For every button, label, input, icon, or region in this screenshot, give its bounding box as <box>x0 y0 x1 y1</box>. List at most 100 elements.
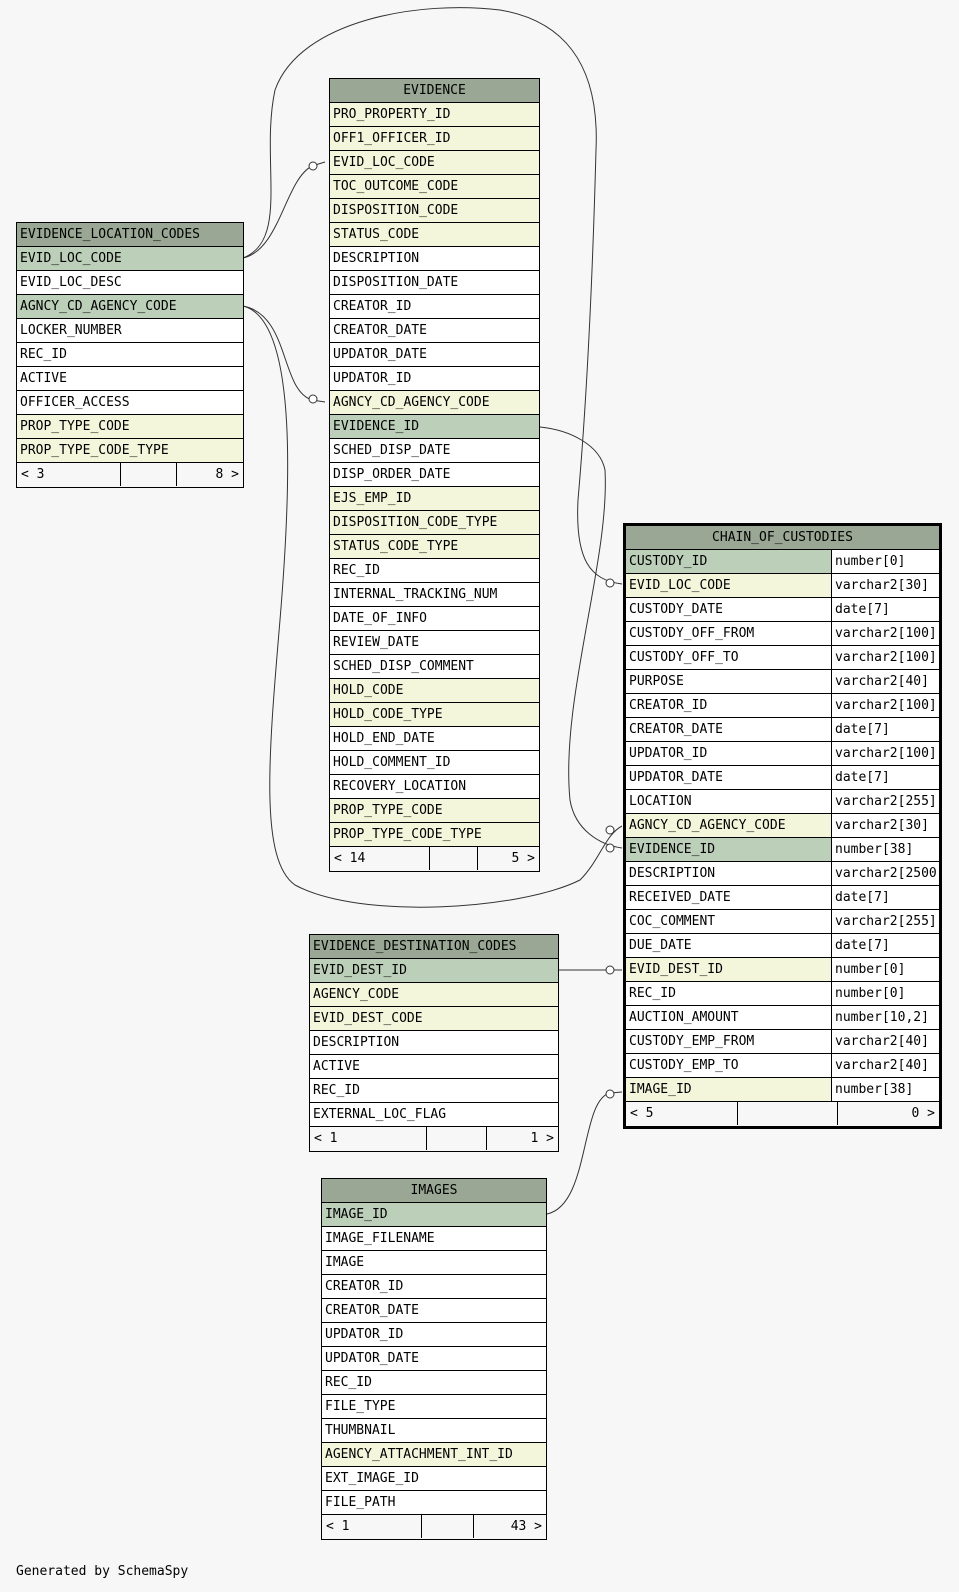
column-row[interactable]: PRO_PROPERTY_ID <box>330 103 539 127</box>
column-row[interactable]: CREATOR_ID <box>330 295 539 319</box>
column-row[interactable]: EXTERNAL_LOC_FLAG <box>310 1103 558 1127</box>
column-row[interactable]: INTERNAL_TRACKING_NUM <box>330 583 539 607</box>
parents-count[interactable]: < 3 <box>17 463 121 486</box>
column-row[interactable]: UPDATOR_ID <box>322 1323 546 1347</box>
column-row[interactable]: HOLD_END_DATE <box>330 727 539 751</box>
children-count[interactable]: 5 > <box>511 851 535 866</box>
table-header[interactable]: EVIDENCE_DESTINATION_CODES <box>310 935 558 959</box>
table-header[interactable]: EVIDENCE <box>330 79 539 103</box>
column-row[interactable]: REC_ID <box>17 343 243 367</box>
column-row[interactable]: CREATOR_ID <box>322 1275 546 1299</box>
column-row[interactable]: EVID_DEST_ID <box>310 959 558 983</box>
column-row[interactable]: DESCRIPTION <box>310 1031 558 1055</box>
children-count[interactable]: 0 > <box>911 1106 935 1121</box>
column-row[interactable]: ACTIVE <box>17 367 243 391</box>
column-row[interactable]: AGNCY_CD_AGENCY_CODE <box>17 295 243 319</box>
table-header[interactable]: IMAGES <box>322 1179 546 1203</box>
column-row[interactable]: AGENCY_CODE <box>310 983 558 1007</box>
column-row[interactable]: LOCKER_NUMBER <box>17 319 243 343</box>
parents-count[interactable]: < 5 <box>626 1102 738 1125</box>
column-row[interactable]: EJS_EMP_ID <box>330 487 539 511</box>
column-row[interactable]: DISP_ORDER_DATE <box>330 463 539 487</box>
children-count[interactable]: 43 > <box>510 1519 542 1534</box>
column-row[interactable]: PROP_TYPE_CODE_TYPE <box>330 823 539 847</box>
column-row[interactable]: RECOVERY_LOCATION <box>330 775 539 799</box>
parents-count[interactable]: < 1 <box>322 1515 422 1538</box>
column-row[interactable]: DISPOSITION_CODE_TYPE <box>330 511 539 535</box>
column-row[interactable]: REC_ID <box>310 1079 558 1103</box>
column-row[interactable]: PROP_TYPE_CODE <box>330 799 539 823</box>
column-row[interactable]: FILE_PATH <box>322 1491 546 1515</box>
column-row[interactable]: DESCRIPTION <box>330 247 539 271</box>
column-row[interactable]: SCHED_DISP_DATE <box>330 439 539 463</box>
column-row[interactable]: CREATOR_DATE <box>322 1299 546 1323</box>
column-row[interactable]: HOLD_COMMENT_ID <box>330 751 539 775</box>
column-row[interactable]: IMAGE_ID <box>322 1203 546 1227</box>
table-header[interactable]: EVIDENCE_LOCATION_CODES <box>17 223 243 247</box>
column-row[interactable]: HOLD_CODE <box>330 679 539 703</box>
column-row[interactable]: EVID_LOC_CODE <box>330 151 539 175</box>
column-row[interactable]: DISPOSITION_CODE <box>330 199 539 223</box>
column-row[interactable]: EVID_LOC_CODE <box>17 247 243 271</box>
column-row[interactable]: EVID_LOC_DESC <box>17 271 243 295</box>
column-row[interactable]: THUMBNAIL <box>322 1419 546 1443</box>
column-row[interactable]: DISPOSITION_DATE <box>330 271 539 295</box>
column-row[interactable]: UPDATOR_ID <box>330 367 539 391</box>
parents-count[interactable]: < 14 <box>330 847 430 870</box>
column-row[interactable]: PROP_TYPE_CODE <box>17 415 243 439</box>
column-row[interactable]: EXT_IMAGE_ID <box>322 1467 546 1491</box>
column-row[interactable]: PROP_TYPE_CODE_TYPE <box>17 439 243 463</box>
column-row[interactable]: DATE_OF_INFO <box>330 607 539 631</box>
column-row[interactable]: TOC_OUTCOME_CODE <box>330 175 539 199</box>
column-row[interactable]: REVIEW_DATE <box>330 631 539 655</box>
column-row[interactable]: REC_ID <box>330 559 539 583</box>
column-row[interactable]: SCHED_DISP_COMMENT <box>330 655 539 679</box>
column-row[interactable]: OFF1_OFFICER_ID <box>330 127 539 151</box>
column-row[interactable]: OFFICER_ACCESS <box>17 391 243 415</box>
column-row[interactable]: CREATOR_DATE <box>330 319 539 343</box>
column-row[interactable]: UPDATOR_DATE <box>322 1347 546 1371</box>
column-row[interactable]: UPDATOR_DATE <box>330 343 539 367</box>
column-row[interactable]: EVIDENCE_ID <box>330 415 539 439</box>
children-count[interactable]: 8 > <box>215 467 239 482</box>
table-header[interactable]: CHAIN_OF_CUSTODIES <box>626 526 939 550</box>
column-row[interactable]: HOLD_CODE_TYPE <box>330 703 539 727</box>
column-row[interactable]: IMAGE <box>322 1251 546 1275</box>
children-count[interactable]: 1 > <box>530 1131 554 1146</box>
column-row[interactable]: ACTIVE <box>310 1055 558 1079</box>
column-row[interactable]: IMAGE_FILENAME <box>322 1227 546 1251</box>
column-row[interactable]: STATUS_CODE <box>330 223 539 247</box>
parents-count[interactable]: < 1 <box>310 1127 427 1150</box>
column-row[interactable]: AGENCY_ATTACHMENT_INT_ID <box>322 1443 546 1467</box>
column-row[interactable]: EVID_DEST_CODE <box>310 1007 558 1031</box>
column-row[interactable]: AGNCY_CD_AGENCY_CODE <box>330 391 539 415</box>
